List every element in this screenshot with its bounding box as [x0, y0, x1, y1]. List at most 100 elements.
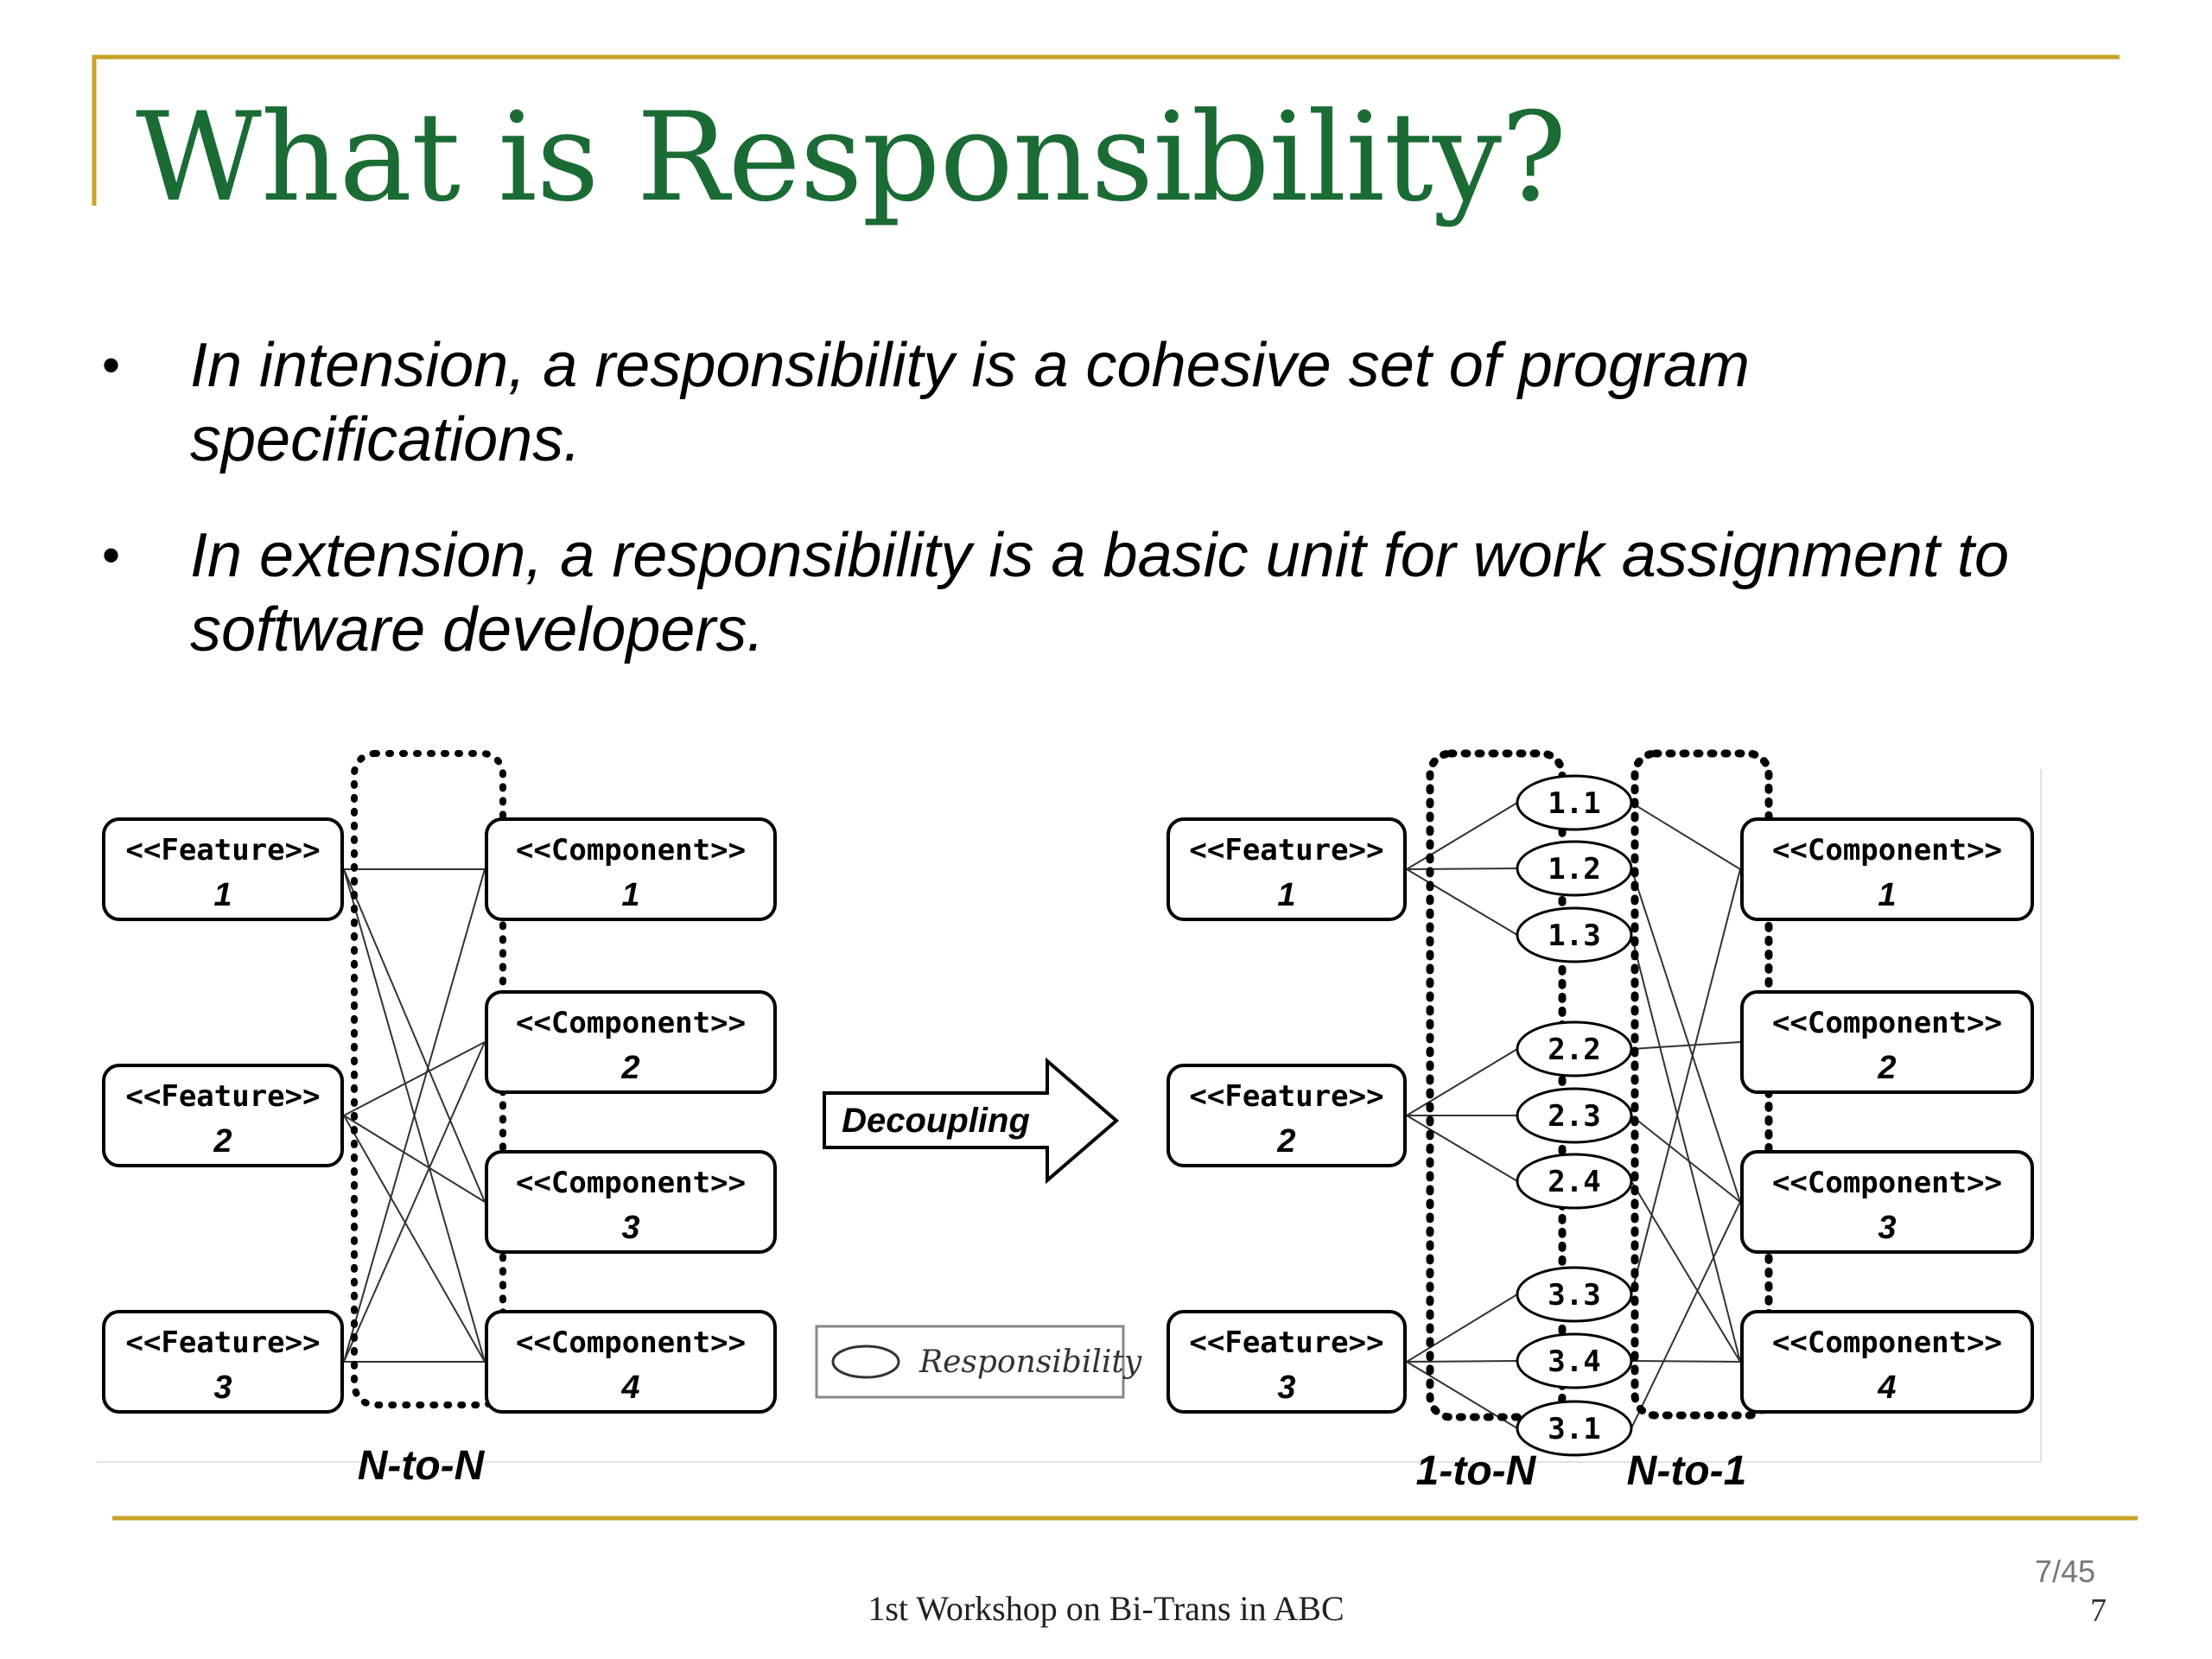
responsibility-legend: Responsibility	[815, 1325, 1142, 1399]
right-component-box-2: <<Component>> 2	[1740, 990, 2034, 1094]
right-component-box-3: <<Component>> 3	[1740, 1150, 2034, 1254]
right-edge-feature-1-responsibility-1	[1406, 802, 1518, 870]
left-component-4-stereotype: <<Component>>	[516, 1325, 746, 1360]
right-component-4-number: 4	[1877, 1370, 1896, 1406]
left-edge-feature-2-component-4	[343, 1115, 486, 1363]
right-edge-responsibility-5-component-3	[1630, 1115, 1741, 1203]
right-edge-responsibility-9-component-3	[1630, 1201, 1741, 1429]
right-edge-feature-2-responsibility-6	[1406, 1115, 1518, 1182]
right-mapping-edges	[1406, 802, 1741, 1429]
footer-text: 1st Workshop on Bi-Trans in ABC	[868, 1589, 1344, 1628]
bullet-marker: •	[102, 526, 121, 584]
right-edge-responsibility-8-component-4	[1630, 1360, 1741, 1363]
right-edge-responsibility-6-component-4	[1630, 1180, 1741, 1363]
left-feature-2-number: 2	[213, 1123, 232, 1160]
right-edge-responsibility-4-component-2	[1630, 1041, 1741, 1050]
bullet-intension-text: In intension, a responsibility is a cohe…	[190, 331, 1750, 474]
bullet-extension: • In extension, a responsibility is a ba…	[95, 518, 2152, 667]
responsibility-3-1-label: 3.1	[1548, 1412, 1600, 1446]
right-component-1-stereotype: <<Component>>	[1772, 833, 2002, 868]
left-component-4-number: 4	[620, 1370, 639, 1406]
right-feature-box-3: <<Feature>> 3	[1166, 1310, 1407, 1414]
right-edge-responsibility-2-component-3	[1630, 868, 1741, 1203]
legend-ellipse-icon	[831, 1344, 900, 1379]
responsibility-2-2: 2.2	[1516, 1020, 1633, 1077]
right-feature-1-stereotype: <<Feature>>	[1189, 833, 1383, 868]
left-feature-1-number: 1	[213, 877, 232, 913]
right-feature-3-stereotype: <<Feature>>	[1189, 1325, 1383, 1360]
left-feature-box-2: <<Feature>> 2	[102, 1064, 344, 1167]
page-fraction: 7/45	[2034, 1554, 2095, 1589]
responsibility-3-1: 3.1	[1516, 1400, 1633, 1457]
left-component-1-number: 1	[621, 877, 639, 913]
right-component-2-stereotype: <<Component>>	[1772, 1006, 2002, 1040]
left-component-box-1: <<Component>> 1	[485, 817, 777, 921]
responsibility-1-3: 1.3	[1516, 906, 1633, 963]
right-component-box-1: <<Component>> 1	[1740, 817, 2034, 921]
right-feature-box-2: <<Feature>> 2	[1166, 1064, 1407, 1167]
responsibility-1-2-label: 1.2	[1548, 852, 1600, 887]
responsibility-2-4-label: 2.4	[1548, 1165, 1600, 1199]
responsibility-1-3-label: 1.3	[1548, 918, 1600, 953]
left-component-box-3: <<Component>> 3	[485, 1150, 777, 1254]
right-feature-1-number: 1	[1277, 877, 1295, 913]
n-to-n-group-outline	[351, 750, 506, 1408]
n-to-one-label: N-to-1	[1627, 1448, 1747, 1494]
decoupling-label: Decoupling	[842, 1102, 1030, 1140]
right-component-1-number: 1	[1878, 877, 1896, 913]
right-edge-feature-2-responsibility-4	[1406, 1048, 1518, 1116]
right-feature-3-number: 3	[1277, 1370, 1295, 1406]
responsibility-3-4-label: 3.4	[1548, 1344, 1600, 1379]
left-edge-feature-2-component-2	[343, 1041, 486, 1116]
responsibility-2-2-label: 2.2	[1548, 1033, 1600, 1067]
bullet-marker: •	[102, 336, 121, 394]
decoupling-arrow: Decoupling	[823, 1057, 1120, 1185]
responsibility-1-1: 1.1	[1516, 774, 1633, 831]
right-edge-responsibility-3-component-4	[1630, 934, 1741, 1363]
left-edge-feature-1-component-3	[343, 868, 486, 1203]
right-component-3-stereotype: <<Component>>	[1772, 1166, 2002, 1200]
left-component-box-4: <<Component>> 4	[485, 1310, 777, 1414]
responsibility-2-3: 2.3	[1516, 1087, 1633, 1144]
right-edge-responsibility-1-component-1	[1630, 802, 1741, 870]
right-feature-2-stereotype: <<Feature>>	[1189, 1079, 1383, 1114]
bullet-list: • In intension, a responsibility is a co…	[95, 328, 2152, 709]
bullet-extension-text: In extension, a responsibility is a basi…	[190, 521, 2010, 664]
left-component-3-stereotype: <<Component>>	[516, 1166, 746, 1200]
left-component-3-number: 3	[621, 1210, 639, 1246]
responsibility-3-3-label: 3.3	[1548, 1278, 1600, 1313]
left-feature-3-number: 3	[213, 1370, 232, 1406]
right-feature-2-number: 2	[1276, 1123, 1295, 1160]
right-edge-responsibility-7-component-1	[1630, 868, 1741, 1295]
one-to-n-group-outline	[1426, 749, 1567, 1421]
responsibility-1-2: 1.2	[1516, 840, 1633, 897]
bullet-intension: • In intension, a responsibility is a co…	[95, 328, 2152, 477]
right-edge-feature-3-responsibility-7	[1406, 1294, 1518, 1363]
left-mapping-edges	[343, 868, 486, 1363]
right-component-3-number: 3	[1878, 1210, 1896, 1246]
right-component-4-stereotype: <<Component>>	[1772, 1325, 2002, 1360]
left-edge-feature-3-component-1	[343, 868, 486, 1363]
left-component-box-2: <<Component>> 2	[485, 990, 777, 1094]
left-feature-box-1: <<Feature>> 1	[102, 817, 344, 921]
left-component-1-stereotype: <<Component>>	[516, 833, 746, 868]
left-feature-2-stereotype: <<Feature>>	[125, 1079, 320, 1114]
responsibility-3-4: 3.4	[1516, 1332, 1633, 1389]
slide-title: What is Responsibility?	[136, 86, 1567, 229]
left-component-2-stereotype: <<Component>>	[516, 1006, 746, 1040]
left-edge-feature-3-component-2	[343, 1041, 486, 1363]
left-feature-3-stereotype: <<Feature>>	[125, 1325, 320, 1360]
one-to-n-label: 1-to-N	[1416, 1448, 1537, 1494]
right-edge-feature-1-responsibility-3	[1406, 868, 1518, 936]
right-component-box-4: <<Component>> 4	[1740, 1310, 2034, 1414]
legend-label: Responsibility	[918, 1344, 1142, 1380]
right-component-2-number: 2	[1877, 1050, 1896, 1086]
responsibility-2-3-label: 2.3	[1548, 1099, 1600, 1134]
right-feature-box-1: <<Feature>> 1	[1166, 817, 1407, 921]
left-component-2-number: 2	[620, 1050, 639, 1086]
left-feature-box-3: <<Feature>> 3	[102, 1310, 344, 1414]
responsibility-2-4: 2.4	[1516, 1153, 1633, 1210]
left-feature-1-stereotype: <<Feature>>	[125, 833, 320, 868]
